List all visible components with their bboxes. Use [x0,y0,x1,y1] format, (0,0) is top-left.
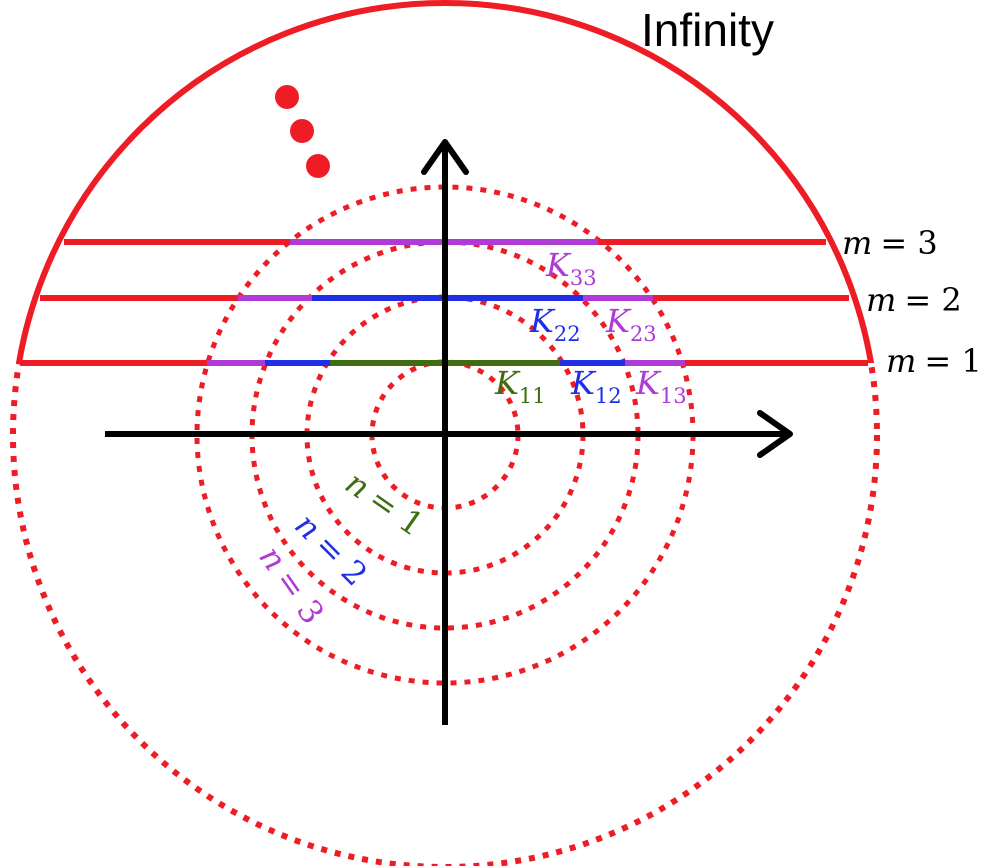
ellipsis-dot [290,119,314,143]
infinity-label: Infinity [641,4,774,56]
y-axis-arrowhead [421,139,469,175]
k22-label: K22 [529,302,581,346]
k12-label: K12 [570,364,622,408]
m3-label: m= 3 [842,224,938,262]
k11-label: K11 [494,364,546,408]
x-axis-arrowhead [757,410,793,458]
outer-boundary-dotted [10,363,880,866]
ellipsis-dot [275,85,299,109]
m1-label: m= 1 [886,342,982,380]
ellipsis-dot [306,154,330,178]
m2-label: m= 2 [866,281,962,319]
k33-label: K33 [545,246,597,290]
outer-boundary-solid [16,0,874,363]
k13-label: K13 [635,364,687,408]
k23-label: K23 [605,302,657,346]
